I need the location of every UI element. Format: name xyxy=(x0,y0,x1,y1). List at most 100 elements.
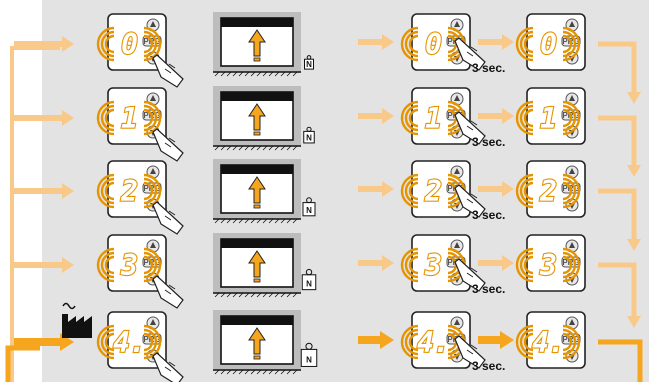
signal-waves-right-arc xyxy=(143,247,162,283)
weight-ring xyxy=(305,268,313,276)
signal-waves-left-arc xyxy=(408,34,419,54)
floor-hatch xyxy=(274,292,280,298)
signal-waves-left xyxy=(515,324,534,360)
weight-ring xyxy=(306,126,312,132)
signal-waves-left-arc xyxy=(404,104,419,132)
signal-waves-right-arc xyxy=(562,34,573,54)
floor-hatch xyxy=(280,145,286,151)
to-press-arrow-shaft xyxy=(358,260,382,266)
signal-waves-left xyxy=(96,26,115,62)
signal-waves-right-arc xyxy=(562,108,573,128)
to-press-arrow-head xyxy=(382,181,394,197)
floor-hatch xyxy=(250,71,256,77)
door-illustration-4: N xyxy=(213,310,318,375)
hand-finger-line xyxy=(168,137,176,143)
floor-hatch xyxy=(214,218,220,224)
up-glyph xyxy=(569,21,575,27)
to-confirm-arrow xyxy=(478,255,514,271)
step-digit: 1 xyxy=(425,102,441,135)
default-path xyxy=(5,345,40,382)
signal-waves-right-arc xyxy=(143,181,154,201)
floor-hatch xyxy=(220,369,226,375)
pointing-hand-icon xyxy=(152,54,184,88)
floor-hatch xyxy=(268,292,274,298)
step-digit: 4. xyxy=(417,326,449,359)
step-digit: 1 xyxy=(540,102,556,135)
hand-finger-line xyxy=(164,142,172,148)
press-duration-label: 3 sec. xyxy=(472,282,505,296)
floor-hatch xyxy=(286,71,292,77)
hand-finger-line xyxy=(470,120,478,126)
signal-waves-left-arc xyxy=(404,251,419,279)
floor-hatch xyxy=(244,145,250,151)
left-entry-arrow-shaft xyxy=(14,262,62,268)
weight-label: N xyxy=(306,60,312,69)
floor-hatch xyxy=(232,145,238,151)
up-glyph xyxy=(150,242,156,248)
signal-waves-left-arc xyxy=(519,251,534,279)
weight-icon: N xyxy=(300,342,318,367)
hand-finger-line xyxy=(164,289,172,295)
floor-hatch xyxy=(220,71,226,77)
weight-ring xyxy=(306,55,312,60)
signal-waves-right-arc xyxy=(143,324,162,360)
up-glyph xyxy=(569,95,575,101)
signal-waves-left-arc xyxy=(100,104,115,132)
floor-hatch xyxy=(244,71,250,77)
hand-finger-line xyxy=(470,267,478,273)
to-press-arrow-head xyxy=(380,331,394,349)
signal-waves-left-arc xyxy=(96,26,115,62)
door-panel xyxy=(221,239,293,248)
floor-hatch xyxy=(226,145,232,151)
floor-hatch xyxy=(274,369,280,375)
weight-icon: N xyxy=(304,55,314,70)
signal-waves-left-arc xyxy=(519,177,534,205)
weight-ring xyxy=(306,197,312,204)
floor-hatch xyxy=(226,292,232,298)
signal-waves-left xyxy=(400,100,419,136)
floor-hatch xyxy=(256,218,262,224)
to-press-arrow xyxy=(358,331,394,349)
door-panel xyxy=(221,92,293,101)
signal-waves-left xyxy=(96,100,115,136)
floor-hatch xyxy=(214,292,220,298)
floor-hatch xyxy=(268,218,274,224)
flow-down-connector xyxy=(598,115,637,165)
signal-waves-left-arc xyxy=(515,324,534,360)
factory-icon xyxy=(62,302,92,338)
floor-hatch xyxy=(214,71,220,77)
signal-waves-left xyxy=(400,173,419,209)
signal-waves-left xyxy=(96,324,115,360)
signal-waves-left-arc xyxy=(523,332,534,352)
floor-hatch xyxy=(220,145,226,151)
signal-waves-right xyxy=(143,100,162,136)
signal-waves-left-arc xyxy=(404,177,419,205)
door-panel xyxy=(221,316,293,325)
step-digit: 4. xyxy=(532,326,564,359)
pointing-hand-icon xyxy=(454,335,486,369)
floor-hatch xyxy=(226,218,232,224)
signal-waves-left-arc xyxy=(400,26,419,62)
door-arrow-dash xyxy=(253,57,261,62)
flow-down-connector xyxy=(598,41,637,92)
signal-waves-right-arc xyxy=(143,177,158,205)
hand-finger-line xyxy=(466,198,474,204)
signal-waves-right-arc xyxy=(562,247,581,283)
step-digit: 0 xyxy=(425,28,441,61)
signal-waves-right-arc xyxy=(143,328,158,356)
left-entry-arrow-shaft xyxy=(14,41,62,47)
signal-waves-left-arc xyxy=(100,328,115,356)
signal-waves-left-arc xyxy=(519,30,534,58)
signal-waves-right xyxy=(143,26,162,62)
signal-waves-right xyxy=(562,100,581,136)
floor-hatch xyxy=(280,218,286,224)
signal-waves-left-arc xyxy=(515,26,534,62)
